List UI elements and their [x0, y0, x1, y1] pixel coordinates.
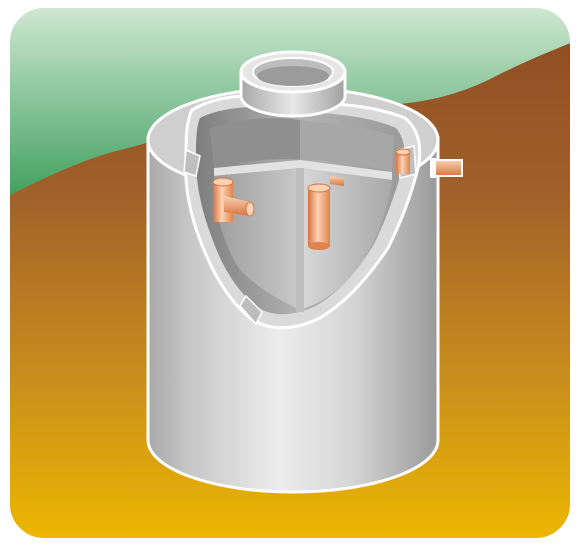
access-collar [241, 52, 345, 116]
outlet-pipe-inner [396, 149, 410, 174]
outlet-pipe [430, 158, 462, 178]
